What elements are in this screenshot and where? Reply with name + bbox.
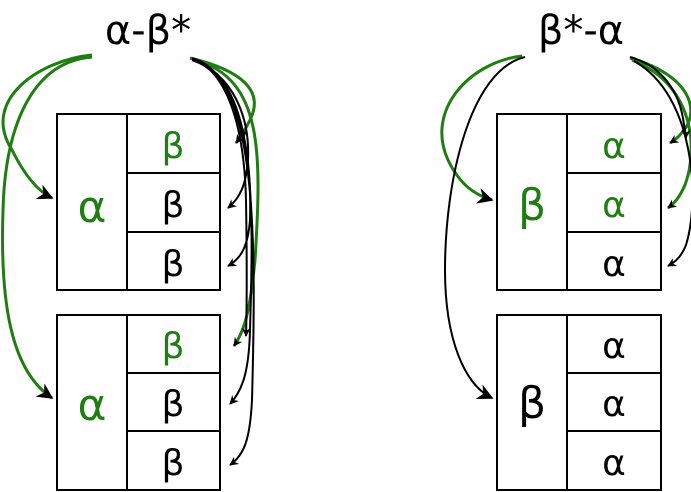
cell-box bbox=[126, 314, 221, 374]
cell-box bbox=[566, 113, 662, 174]
group-key-label: α bbox=[77, 380, 106, 431]
cell-label: α bbox=[602, 244, 626, 285]
diagram-title: β*-α bbox=[538, 8, 624, 54]
cell-label: α bbox=[602, 443, 626, 484]
arrow-black bbox=[443, 56, 526, 399]
arrow-green bbox=[631, 58, 691, 210]
group-key-box bbox=[56, 113, 128, 291]
cell-label: β bbox=[162, 326, 185, 367]
cell-box bbox=[566, 231, 662, 291]
cell-box bbox=[566, 430, 662, 491]
diagram-title: α-β* bbox=[105, 8, 191, 54]
cell-label: β bbox=[162, 185, 185, 226]
cell-label: β bbox=[162, 443, 185, 484]
group-key-box bbox=[56, 314, 128, 491]
arrow-black bbox=[191, 57, 248, 139]
group-key-label: α bbox=[77, 182, 106, 233]
group-key-label: β bbox=[518, 180, 546, 231]
group-key-label: β bbox=[518, 378, 546, 429]
cell-label: α bbox=[602, 126, 626, 167]
cell-label: α bbox=[602, 384, 626, 425]
arrow-green bbox=[1, 53, 93, 200]
cell-label: β bbox=[162, 126, 185, 167]
arrow-black bbox=[629, 56, 691, 139]
cell-box bbox=[566, 372, 662, 432]
cell-label: α bbox=[602, 326, 626, 367]
cell-label: β bbox=[162, 384, 185, 425]
group-key-box bbox=[496, 113, 568, 291]
cell-label: β bbox=[162, 244, 185, 285]
cell-box bbox=[566, 314, 662, 374]
cell-box bbox=[126, 430, 221, 491]
cell-box bbox=[126, 231, 221, 291]
arrow-green bbox=[1, 55, 93, 400]
arrow-black bbox=[193, 58, 251, 337]
arrow-black bbox=[633, 60, 691, 267]
arrow-black bbox=[199, 60, 255, 466]
cell-label: α bbox=[602, 185, 626, 226]
arrow-green bbox=[440, 54, 523, 204]
arrow-green bbox=[195, 58, 260, 347]
cell-box bbox=[126, 113, 221, 174]
group-key-box bbox=[496, 314, 568, 491]
